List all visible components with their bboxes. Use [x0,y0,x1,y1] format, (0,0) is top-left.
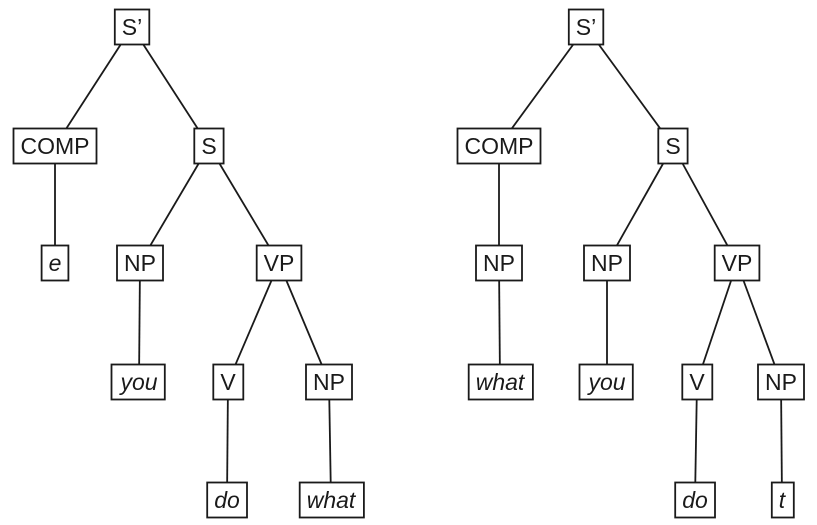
left-tree-label-do: do [214,487,240,513]
left-tree-box-sprime [113,8,151,46]
right-tree-box-what [467,363,534,401]
right-tree-label-what: what [476,369,526,395]
left-tree-box-comp [12,127,98,165]
left-tree-box-vp [255,244,303,282]
right-tree-label-vp: VP [722,250,753,276]
right-tree-label-t: t [779,487,787,513]
left-tree-edge-s-vp [208,145,280,264]
right-tree-label-s: S [665,133,680,159]
right-tree-node-you: you [578,363,634,401]
right-tree-label-sprime: S’ [576,14,596,40]
left-tree-label-what: what [307,487,357,513]
left-tree-box-v [212,363,245,401]
right-tree-label-comp: COMP [465,133,534,159]
left-tree-box-np-subj [116,244,164,282]
right-tree-node-np-obj: NP [757,363,805,401]
left-tree-edge-v-do [226,381,229,501]
left-tree-label-sprime: S’ [122,14,142,40]
right-tree-box-t [770,481,795,519]
right-tree-node-np-comp: NP [475,244,523,282]
right-tree-edge-v-do [694,381,698,501]
left-tree-label-you: you [118,369,157,395]
right-tree-label-np-comp: NP [483,250,515,276]
right-tree-edge-s-vp [672,145,738,264]
left-tree-label-v: V [220,369,236,395]
left-tree-box-you [110,363,166,401]
left-tree-node-e: e [40,244,70,282]
right-tree-box-do [674,481,716,519]
right-tree-node-comp: COMP [456,127,542,165]
left-tree-node-np-subj: NP [116,244,164,282]
left-tree-node-v: V [212,363,245,401]
right-tree-edge-vp-np-obj [736,262,782,383]
left-tree-box-do [206,481,248,519]
left-tree-node-do: do [206,481,248,519]
right-tree-edge-sprime-s [585,26,674,147]
right-tree-box-s [657,127,689,165]
left-tree-edge-vp-v [227,262,280,383]
right-tree-node-s: S [657,127,689,165]
right-tree-node-np-subj: NP [583,244,631,282]
left-tree-node-s: S [193,127,225,165]
right-tree-node-do: do [674,481,716,519]
left-tree-label-np-subj: NP [124,250,156,276]
right-tree-box-np-subj [583,244,631,282]
left-tree-label-np-obj: NP [313,369,345,395]
left-tree-node-vp: VP [255,244,303,282]
right-tree-box-sprime [567,8,605,46]
right-tree-edge-np-comp-what [498,262,501,383]
right-tree-label-do: do [682,487,708,513]
right-tree-edge-vp-v [696,262,738,383]
right-tree-node-what: what [467,363,534,401]
left-tree-label-vp: VP [264,250,295,276]
right-tree-box-vp [713,244,761,282]
right-tree-label-np-subj: NP [591,250,623,276]
left-tree-label-s: S [201,133,216,159]
right-tree-box-v [681,363,714,401]
left-tree-node-np-obj: NP [305,363,353,401]
left-tree-node-sprime: S’ [113,8,151,46]
left-tree-edge-np-obj-what [328,381,332,501]
left-tree-edge-vp-np-obj [278,262,330,383]
right-tree-label-you: you [586,369,625,395]
right-tree-box-comp [456,127,542,165]
right-tree-node-sprime: S’ [567,8,605,46]
right-tree-node-t: t [770,481,795,519]
right-tree-label-v: V [689,369,705,395]
left-tree-edge-sprime-comp [54,26,133,147]
left-tree-node-comp: COMP [12,127,98,165]
right-tree-box-you [578,363,634,401]
left-tree-label-e: e [49,250,62,276]
right-tree-label-np-obj: NP [765,369,797,395]
left-tree-box-what [298,481,365,519]
right-tree-node-v: V [681,363,714,401]
left-tree-node-what: what [298,481,365,519]
left-tree-node-you: you [110,363,166,401]
right-tree-edge-s-np-subj [606,145,674,264]
left-tree-box-e [40,244,70,282]
right-tree-box-np-comp [475,244,523,282]
left-tree-edge-np-subj-you [138,262,141,383]
left-tree-edge-sprime-s [131,26,210,147]
right-tree-edge-np-obj-t [780,381,783,501]
left-tree-box-s [193,127,225,165]
right-tree-edge-sprime-comp [498,26,587,147]
left-tree-edge-s-np-subj [139,145,210,264]
right-tree-node-vp: VP [713,244,761,282]
right-tree-box-np-obj [757,363,805,401]
left-tree-label-comp: COMP [21,133,90,159]
left-tree-box-np-obj [305,363,353,401]
tree-edges-layer [54,26,783,501]
